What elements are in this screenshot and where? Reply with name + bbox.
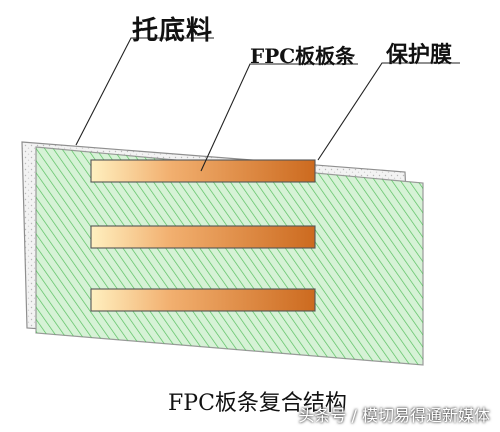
base-material-label: 托底料 — [132, 16, 214, 46]
protective-film-leader — [317, 62, 460, 161]
protective-film-label: 保护膜 — [386, 43, 453, 68]
fpc-strip-3 — [90, 288, 316, 312]
diagram-caption: FPC板条复合结构 — [168, 391, 347, 416]
fpc-strip-1 — [90, 159, 316, 183]
fpc-strip-2 — [90, 225, 316, 249]
base-material-leader — [75, 37, 214, 146]
fpc-strip-label: FPC板板条 — [250, 44, 356, 68]
fpc-strip-leader — [200, 63, 358, 172]
watermark-text: 头条号 / 模切易得通新媒体 — [298, 406, 490, 425]
